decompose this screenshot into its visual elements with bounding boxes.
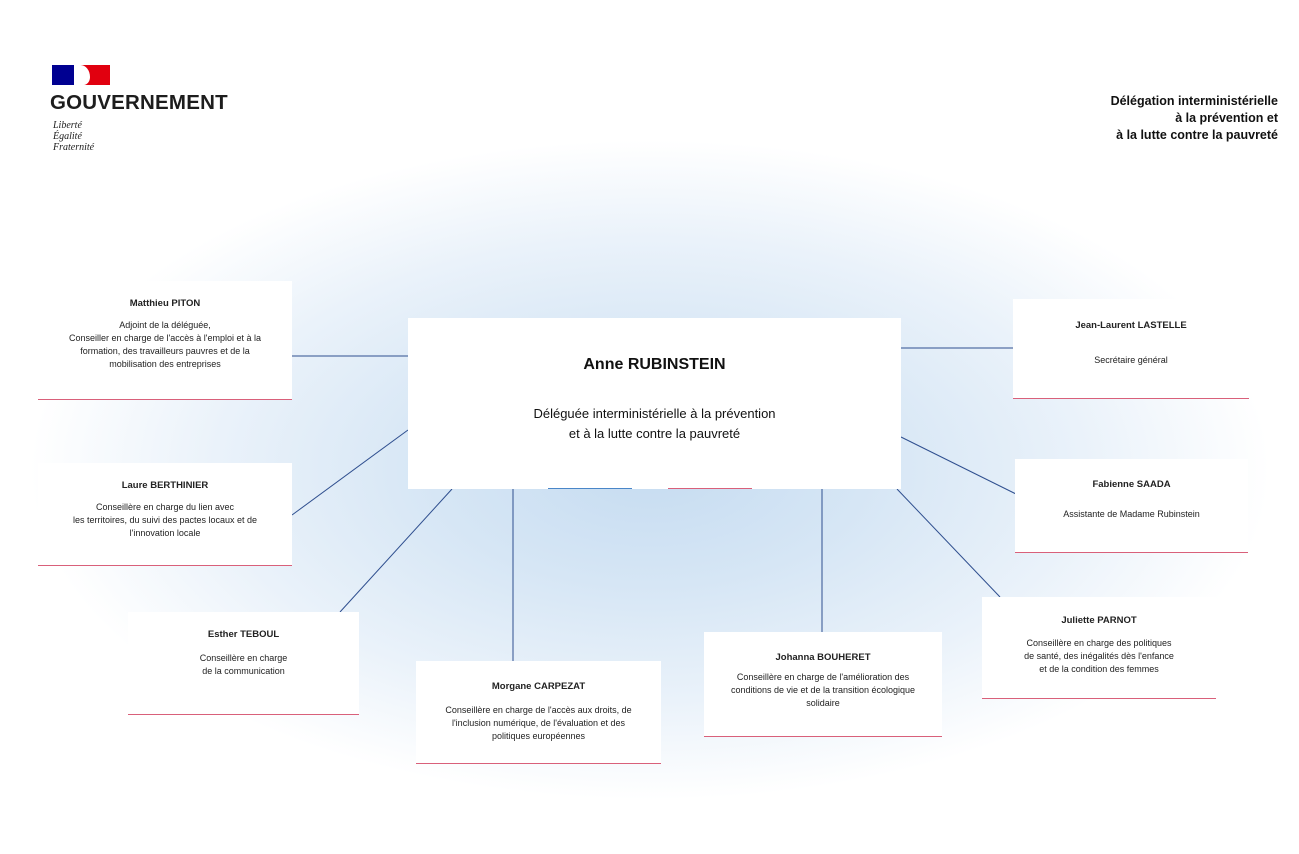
role-line: Secrétaire général (1094, 355, 1168, 365)
org-line-3: à la lutte contre la pauvreté (1116, 128, 1278, 142)
motto-fraternite: Fraternité (53, 142, 95, 153)
connector-saada (900, 436, 1017, 495)
member-role: Conseillère en charge de l'amélioration … (704, 671, 942, 710)
member-card-carpezat: Morgane CARPEZAT Conseillère en charge d… (416, 661, 661, 764)
member-card-berthinier: Laure BERTHINIER Conseillère en charge d… (38, 463, 292, 566)
role-line: Conseillère en charge de l'accès aux dro… (445, 705, 632, 715)
motto-egalite: Égalité (53, 131, 82, 142)
member-card-piton: Matthieu PITON Adjoint de la déléguée, C… (38, 281, 292, 400)
role-line: de santé, des inégalités dès l'enfance (1024, 651, 1174, 661)
card-accent-line (1015, 552, 1248, 553)
logo-title: GOUVERNEMENT (50, 91, 228, 114)
member-name: Johanna BOUHERET (775, 652, 871, 663)
role-line: Adjoint de la déléguée, (119, 320, 211, 330)
motto-liberte: Liberté (53, 120, 82, 131)
role-line: les territoires, du suivi des pactes loc… (72, 515, 258, 525)
member-name: Morgane CARPEZAT (491, 681, 586, 692)
role-line: formation, des travailleurs pauvres et d… (80, 346, 250, 356)
member-role: Secrétaire général (1013, 354, 1249, 367)
member-name: Laure BERTHINIER (121, 480, 209, 491)
delegate-role: Déléguée interministérielle à la prévent… (408, 404, 901, 444)
accent-blue-line (548, 488, 632, 489)
role-line: politiques européennes (491, 731, 586, 741)
card-accent-line (1013, 398, 1249, 399)
marianne-flag-icon (52, 65, 110, 85)
card-accent-line (704, 736, 942, 737)
role-line: et de la condition des femmes (1039, 664, 1159, 674)
organization-title: Délégation interministérielle à la préve… (1018, 93, 1278, 144)
card-accent-line (128, 714, 359, 715)
role-line: de la communication (202, 666, 285, 676)
role-line: Conseiller en charge de l'accès à l'empl… (68, 333, 262, 343)
role-line: l'innovation locale (129, 528, 201, 538)
delegate-role-line-1: Déléguée interministérielle à la prévent… (533, 406, 776, 421)
org-line-1: Délégation interministérielle (1110, 94, 1278, 108)
member-name: Juliette PARNOT (1061, 615, 1137, 626)
member-name: Jean-Laurent LASTELLE (1075, 320, 1187, 331)
connector-berthinier (291, 429, 409, 516)
member-role: Conseillère en charge des politiques de … (982, 637, 1216, 676)
card-accent-line (38, 565, 292, 566)
role-line: solidaire (806, 698, 840, 708)
accent-red-line (668, 488, 752, 489)
member-role: Adjoint de la déléguée, Conseiller en ch… (38, 319, 292, 371)
government-logo: GOUVERNEMENT Liberté Égalité Fraternité (31, 44, 270, 184)
delegate-role-line-2: et à la lutte contre la pauvreté (568, 426, 741, 441)
member-name: Esther TEBOUL (207, 629, 280, 640)
member-role: Conseillère en charge de l'accès aux dro… (416, 704, 661, 743)
org-line-2: à la prévention et (1175, 111, 1278, 125)
role-line: Conseillère en charge des politiques (1026, 638, 1172, 648)
role-line: mobilisation des entreprises (109, 359, 221, 369)
member-card-teboul: Esther TEBOUL Conseillère en charge de l… (128, 612, 359, 715)
role-line: Assistante de Madame Rubinstein (1063, 509, 1200, 519)
member-card-lastelle: Jean-Laurent LASTELLE Secrétaire général (1013, 299, 1249, 399)
card-accent-line (38, 399, 292, 400)
member-name: Matthieu PITON (129, 298, 201, 309)
card-accent-line (416, 763, 661, 764)
member-role: Conseillère en charge de la communicatio… (128, 652, 359, 678)
role-line: Conseillère en charge du lien avec (95, 502, 235, 512)
member-name: Fabienne SAADA (1092, 479, 1171, 490)
connector-teboul (339, 488, 453, 613)
member-card-saada: Fabienne SAADA Assistante de Madame Rubi… (1015, 459, 1248, 553)
member-card-bouheret: Johanna BOUHERET Conseillère en charge d… (704, 632, 942, 737)
role-line: l'inclusion numérique, de l'évaluation e… (451, 718, 626, 728)
connector-parnot (896, 488, 1001, 598)
member-card-parnot: Juliette PARNOT Conseillère en charge de… (982, 597, 1216, 699)
main-card-delegate: Anne RUBINSTEIN Déléguée interministérie… (408, 318, 901, 489)
role-line: Conseillère en charge (199, 653, 288, 663)
logo-motto: Liberté Égalité Fraternité (53, 120, 94, 153)
card-accent-line (982, 698, 1216, 699)
member-role: Assistante de Madame Rubinstein (1015, 508, 1248, 521)
role-line: conditions de vie et de la transition éc… (730, 685, 916, 695)
role-line: Conseillère en charge de l'amélioration … (736, 672, 910, 682)
member-role: Conseillère en charge du lien avec les t… (38, 501, 292, 540)
delegate-name: Anne RUBINSTEIN (583, 356, 726, 373)
